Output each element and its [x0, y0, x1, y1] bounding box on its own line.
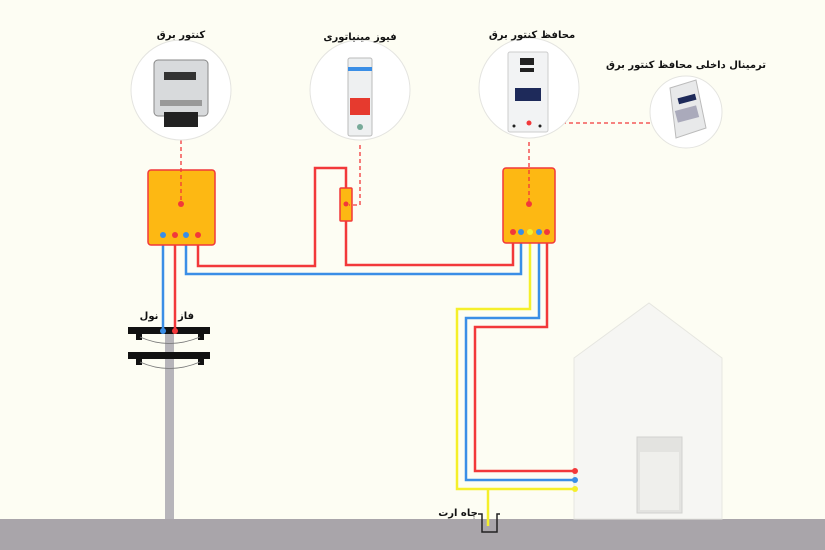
phase-wire-to-house	[473, 234, 575, 473]
fuse-box	[339, 187, 353, 222]
meter-label: کنتور برق	[157, 30, 206, 41]
house	[573, 302, 723, 520]
phase-wire-to-fuse	[196, 166, 348, 268]
earth-well-label: چاه ارت	[438, 508, 478, 519]
phase-wire-fuse-to-protector	[344, 221, 515, 267]
protector-terminal-label: ترمینال داخلی محافظ کنتور برق	[606, 60, 766, 71]
earth-wire-to-house	[455, 234, 575, 491]
ground	[0, 519, 825, 550]
neutral-wire-to-protector	[184, 234, 523, 276]
neutral-label: نول	[140, 311, 159, 322]
meter-box	[147, 169, 216, 246]
fuse-photo	[309, 39, 411, 141]
meter-photo	[130, 39, 232, 141]
phase-label: فاز	[177, 311, 194, 322]
earth-well-icon	[478, 513, 500, 533]
neutral-wire-to-house	[464, 234, 575, 482]
fuse-label: فیوز مینیاتوری	[323, 32, 396, 43]
meter-protector-label: محافظ کنتور برق	[489, 30, 575, 41]
leader-lines	[180, 122, 652, 206]
protector-box	[502, 167, 556, 244]
connection-dots	[160, 328, 578, 492]
protector-terminal-photo	[649, 75, 723, 149]
utility-pole	[128, 327, 210, 519]
protector-photo	[478, 37, 580, 139]
